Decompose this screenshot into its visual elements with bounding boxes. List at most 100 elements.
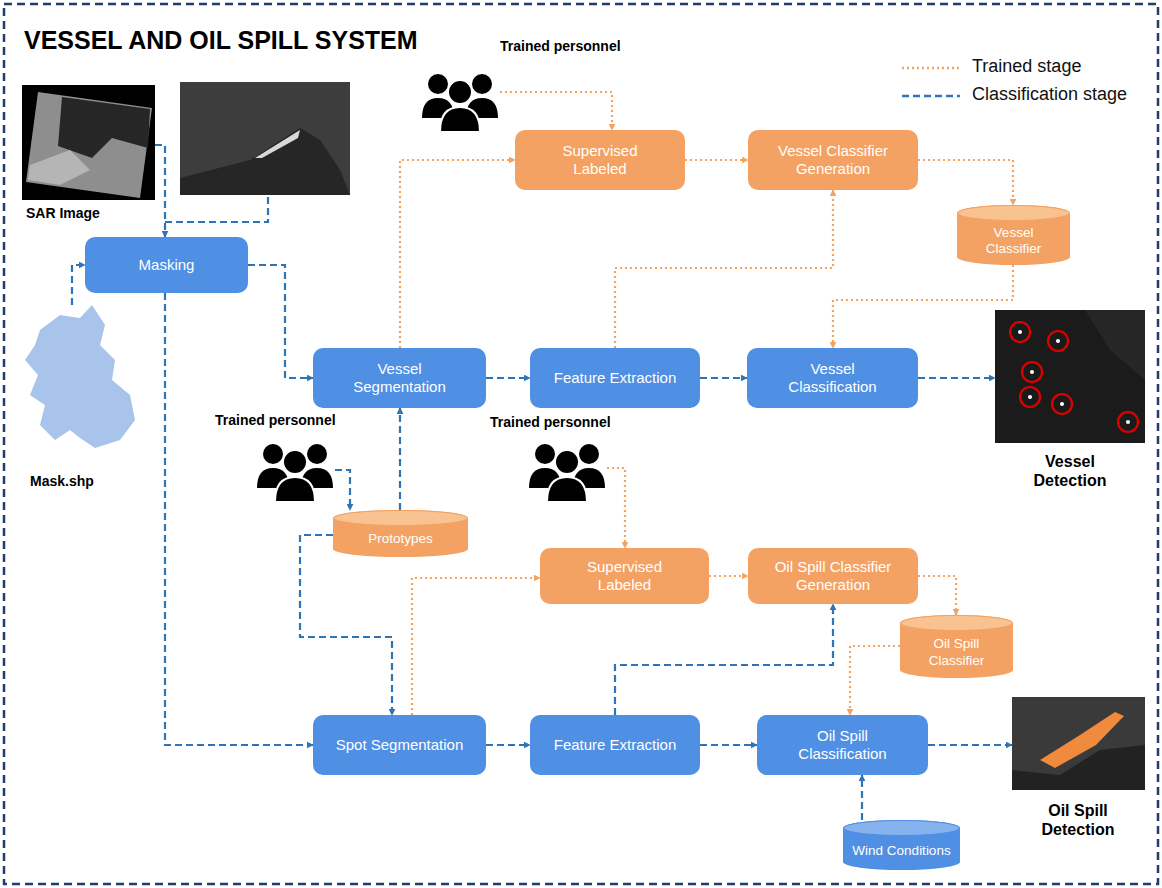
picture-node: Oil Spill Detection (1012, 697, 1145, 790)
classification-connector (399, 408, 401, 510)
cylinder-label: Prototypes (368, 531, 433, 547)
box-label: Oil Spill Classification (779, 727, 906, 763)
people-icon (422, 74, 498, 132)
cylinder-top (901, 616, 1013, 631)
box-label: Masking (139, 256, 195, 274)
legend-sample (900, 90, 962, 102)
trained-connector (918, 160, 1013, 205)
vessel-dot (1030, 370, 1034, 374)
classification-connector (486, 744, 530, 746)
classification-connector (861, 775, 863, 820)
cylinder-body (957, 205, 1070, 265)
classification-connector (165, 293, 313, 745)
people-icon (529, 444, 605, 502)
legend-line (902, 67, 960, 69)
outer-frame (4, 4, 1158, 884)
picture-node: SAR Image (22, 85, 155, 200)
merge-line (165, 197, 268, 222)
cylinder-body (843, 820, 960, 870)
box-label: Feature Extraction (554, 369, 677, 387)
person-head (283, 450, 307, 474)
person-head (428, 74, 448, 94)
box-label: Spot Segmentation (336, 736, 464, 754)
box-label: Vessel Classification (769, 360, 896, 396)
cylinder-top (958, 206, 1070, 221)
picture-node: Trained personnel (420, 62, 500, 132)
trained-connector (685, 159, 748, 161)
image-dark-area (180, 128, 350, 195)
box-label: Supervised Labeled (562, 558, 687, 594)
process-box: Supervised Labeled (515, 130, 685, 190)
vessel-dot (1018, 330, 1022, 334)
classification-connector (72, 265, 85, 305)
cylinder-body (333, 510, 468, 557)
process-box: Masking (85, 237, 248, 293)
cylinder-top (334, 511, 468, 526)
trained-connector (918, 576, 956, 615)
picture-caption: Oil Spill Detection (1033, 801, 1123, 839)
box-label: Oil Spill Classifier Generation (770, 558, 896, 594)
cylinder-label: Oil Spill Classifier (908, 636, 1005, 668)
image-dark-area (1085, 310, 1145, 380)
detection-marks (1010, 322, 1138, 432)
classification-connector (155, 145, 165, 237)
person-head (535, 444, 555, 464)
detection-circle (1010, 322, 1030, 342)
legend-text: Trained stage (972, 56, 1081, 77)
image-dark-area (58, 97, 150, 158)
image-light-area (255, 130, 300, 158)
detection-circle (1048, 331, 1068, 351)
data-cylinder: Vessel Classifier (957, 205, 1070, 265)
image-scene (26, 92, 152, 198)
person-head (472, 74, 492, 94)
legend-line (902, 95, 960, 97)
vessel-dot (1056, 339, 1060, 343)
trained-connector (500, 92, 612, 130)
data-cylinder: Wind Conditions (843, 820, 960, 870)
trained-connector (850, 646, 900, 715)
cylinder-label: Vessel Classifier (965, 225, 1062, 257)
cylinder-top (844, 821, 960, 836)
detection-circle (1052, 394, 1072, 414)
classification-connector (335, 470, 350, 510)
image-ground (995, 310, 1145, 443)
person-head (448, 80, 472, 104)
data-cylinder: Oil Spill Classifier (900, 615, 1013, 678)
process-box: Feature Extraction (530, 715, 700, 775)
vessel-dot (1028, 395, 1032, 399)
image-ground (22, 85, 155, 200)
picture-caption: Mask.shp (30, 473, 140, 490)
picture-node: Trained personnel (255, 432, 335, 502)
image-light-area (28, 150, 90, 185)
legend-sample (900, 62, 962, 74)
picture-caption: SAR Image (26, 205, 156, 222)
image-ground (1012, 697, 1145, 790)
legend-text: Classification stage (972, 84, 1127, 105)
sar-subimage (165, 82, 350, 222)
cylinder-label: Wind Conditions (852, 843, 950, 859)
classification-connector (700, 744, 757, 746)
vessel-dot (1126, 420, 1130, 424)
process-box: Vessel Classification (747, 348, 918, 408)
picture-node: Mask.shp (22, 305, 137, 455)
process-box: Oil Spill Classifier Generation (748, 548, 918, 604)
oil-slick (1040, 712, 1124, 768)
classification-connector (248, 265, 313, 378)
picture-caption: Trained personnel (500, 38, 660, 55)
diagram-title: VESSEL AND OIL SPILL SYSTEM (24, 26, 418, 55)
process-box: Supervised Labeled (540, 548, 709, 604)
person-head (555, 450, 579, 474)
picture-caption: Vessel Detection (1025, 452, 1115, 490)
process-box: Oil Spill Classification (757, 715, 928, 775)
trained-connector (833, 265, 1013, 348)
box-label: Vessel Segmentation (335, 360, 464, 396)
trained-connector (615, 190, 833, 348)
classification-connector (928, 744, 1012, 746)
process-box: Vessel Classifier Generation (748, 130, 918, 190)
person-head (263, 444, 283, 464)
classification-connector (918, 377, 995, 379)
mask-map (25, 305, 135, 448)
trained-connector (709, 575, 748, 577)
picture-caption: Trained personnel (490, 414, 650, 431)
classification-connector (486, 377, 530, 379)
